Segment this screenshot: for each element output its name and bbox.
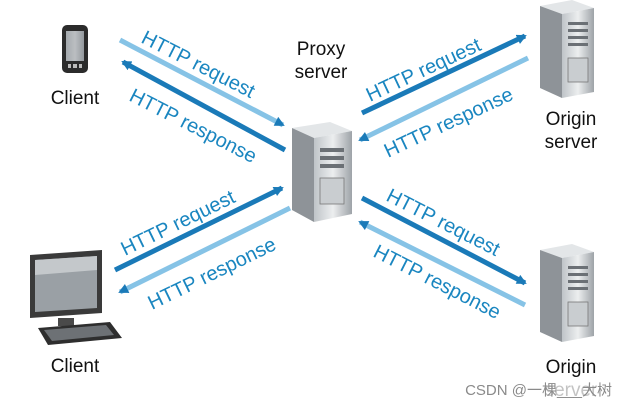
label-request-client-top: HTTP request — [138, 27, 259, 103]
origin-server-bottom-icon — [540, 244, 594, 342]
csdn-watermark: CSDN @一棵___大树 — [462, 379, 615, 400]
label-request-origin-top: HTTP request — [363, 34, 485, 107]
arrow-response-client-bottom — [118, 205, 292, 295]
arrow-request-client-bottom — [113, 185, 284, 273]
arrow-request-origin-bottom — [360, 195, 527, 286]
desktop-computer-icon — [30, 250, 122, 345]
arrow-request-origin-top — [360, 33, 527, 116]
origin-server-top-label: Origin server — [544, 109, 598, 153]
arrow-response-client-top — [121, 59, 287, 153]
arrow-response-origin-bottom — [358, 219, 527, 308]
proxy-server-icon — [292, 122, 352, 222]
arrow-request-client-top — [118, 37, 285, 128]
origin-server-top-icon — [540, 0, 594, 98]
proxy-server-label: Proxy server — [294, 39, 348, 83]
label-request-client-bottom: HTTP request — [118, 186, 240, 260]
arrow-response-origin-top — [358, 55, 530, 143]
client-bottom-label: Client — [50, 356, 100, 377]
smartphone-icon — [62, 25, 88, 73]
client-top-label: Client — [50, 88, 100, 109]
label-request-origin-bottom: HTTP request — [383, 185, 504, 261]
